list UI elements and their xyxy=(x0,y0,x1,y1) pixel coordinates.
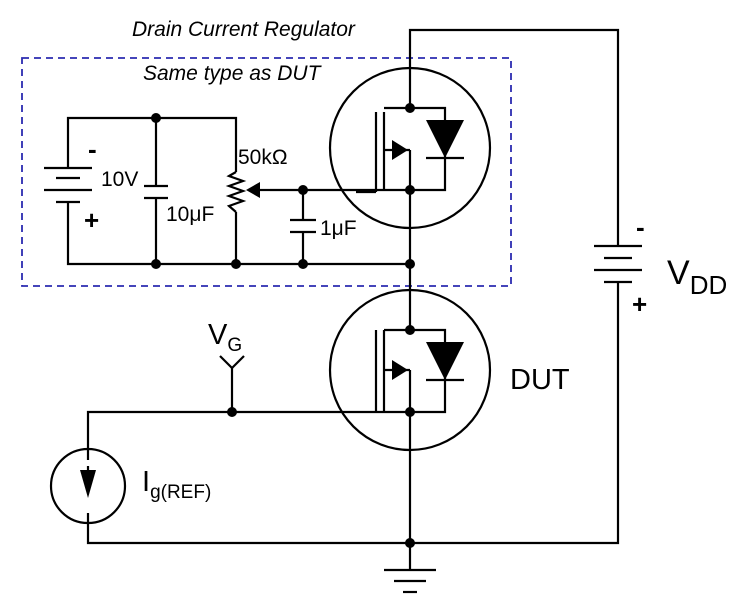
regulator-box xyxy=(21,57,512,287)
potentiometer-label: 50kΩ xyxy=(238,146,288,169)
dut-label: DUT xyxy=(510,364,570,396)
battery-plus-label: + xyxy=(84,205,99,235)
vdd-sub: DD xyxy=(690,270,728,300)
vdd-battery xyxy=(594,244,642,290)
box-label: Same type as DUT xyxy=(143,62,323,85)
potentiometer-50k xyxy=(225,171,270,213)
capacitor-10uf-label: 10μF xyxy=(166,203,214,226)
vg-terminal xyxy=(219,355,245,369)
regulator-source-dot xyxy=(405,185,415,195)
battery-voltage-label: 10V xyxy=(101,168,138,191)
dut-source-dot xyxy=(405,407,415,417)
ig-sub: g(REF) xyxy=(150,482,211,503)
capacitor-10uf xyxy=(144,184,168,200)
capacitor-1uf-label: 1μF xyxy=(320,217,357,240)
vdd-plus-label: + xyxy=(632,289,647,319)
vdd-label: VDD xyxy=(667,254,727,300)
vg-main: V xyxy=(208,319,228,351)
junction-dots xyxy=(151,113,415,548)
capacitor-1uf xyxy=(290,218,316,234)
vdd-main: V xyxy=(667,254,690,292)
vdd-minus-label: - xyxy=(636,212,645,242)
vg-sub: G xyxy=(227,335,242,356)
dut-mosfet xyxy=(328,288,492,452)
current-source xyxy=(49,447,127,525)
regulator-drain-dot xyxy=(405,103,415,113)
title-label: Drain Current Regulator xyxy=(132,18,356,41)
dut-drain-dot xyxy=(405,325,415,335)
ground-symbol xyxy=(384,568,436,594)
battery-10v xyxy=(44,166,92,204)
battery-minus-label: - xyxy=(88,134,97,164)
ig-label: Ig(REF) xyxy=(142,466,211,503)
regulator-mosfet xyxy=(328,66,492,230)
ig-main: I xyxy=(142,466,150,498)
vg-label: VG xyxy=(208,319,242,356)
